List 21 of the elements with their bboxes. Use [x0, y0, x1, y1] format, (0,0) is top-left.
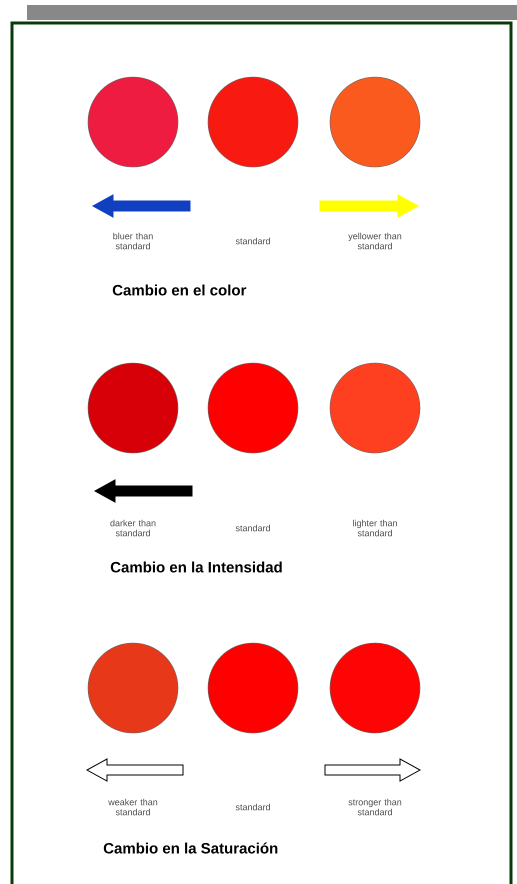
- color-circle: [208, 76, 298, 168]
- circle-caption: yellower than standard: [348, 232, 402, 250]
- circle-caption: standard: [236, 804, 270, 810]
- section-heading: Cambio en el color: [112, 284, 246, 296]
- circle-caption: weaker than standard: [108, 798, 158, 816]
- section-heading: Cambio en la Saturación: [104, 842, 278, 854]
- color-circle: [330, 642, 420, 734]
- circle-caption: darker than standard: [110, 520, 156, 536]
- circle-caption: standard: [236, 524, 270, 532]
- circle-caption: bluer than standard: [113, 232, 153, 250]
- circle-caption: stronger than standard: [348, 798, 402, 816]
- color-circle: [88, 362, 178, 454]
- color-circle: [88, 642, 178, 734]
- circle-caption: lighter than standard: [353, 520, 397, 536]
- section-heading: Cambio en la Intensidad: [110, 562, 282, 572]
- circle-caption: standard: [236, 238, 270, 244]
- color-circle: [208, 362, 298, 454]
- color-circle: [330, 362, 420, 454]
- color-circle: [88, 76, 178, 168]
- color-circle: [208, 642, 298, 734]
- color-circle: [330, 76, 420, 168]
